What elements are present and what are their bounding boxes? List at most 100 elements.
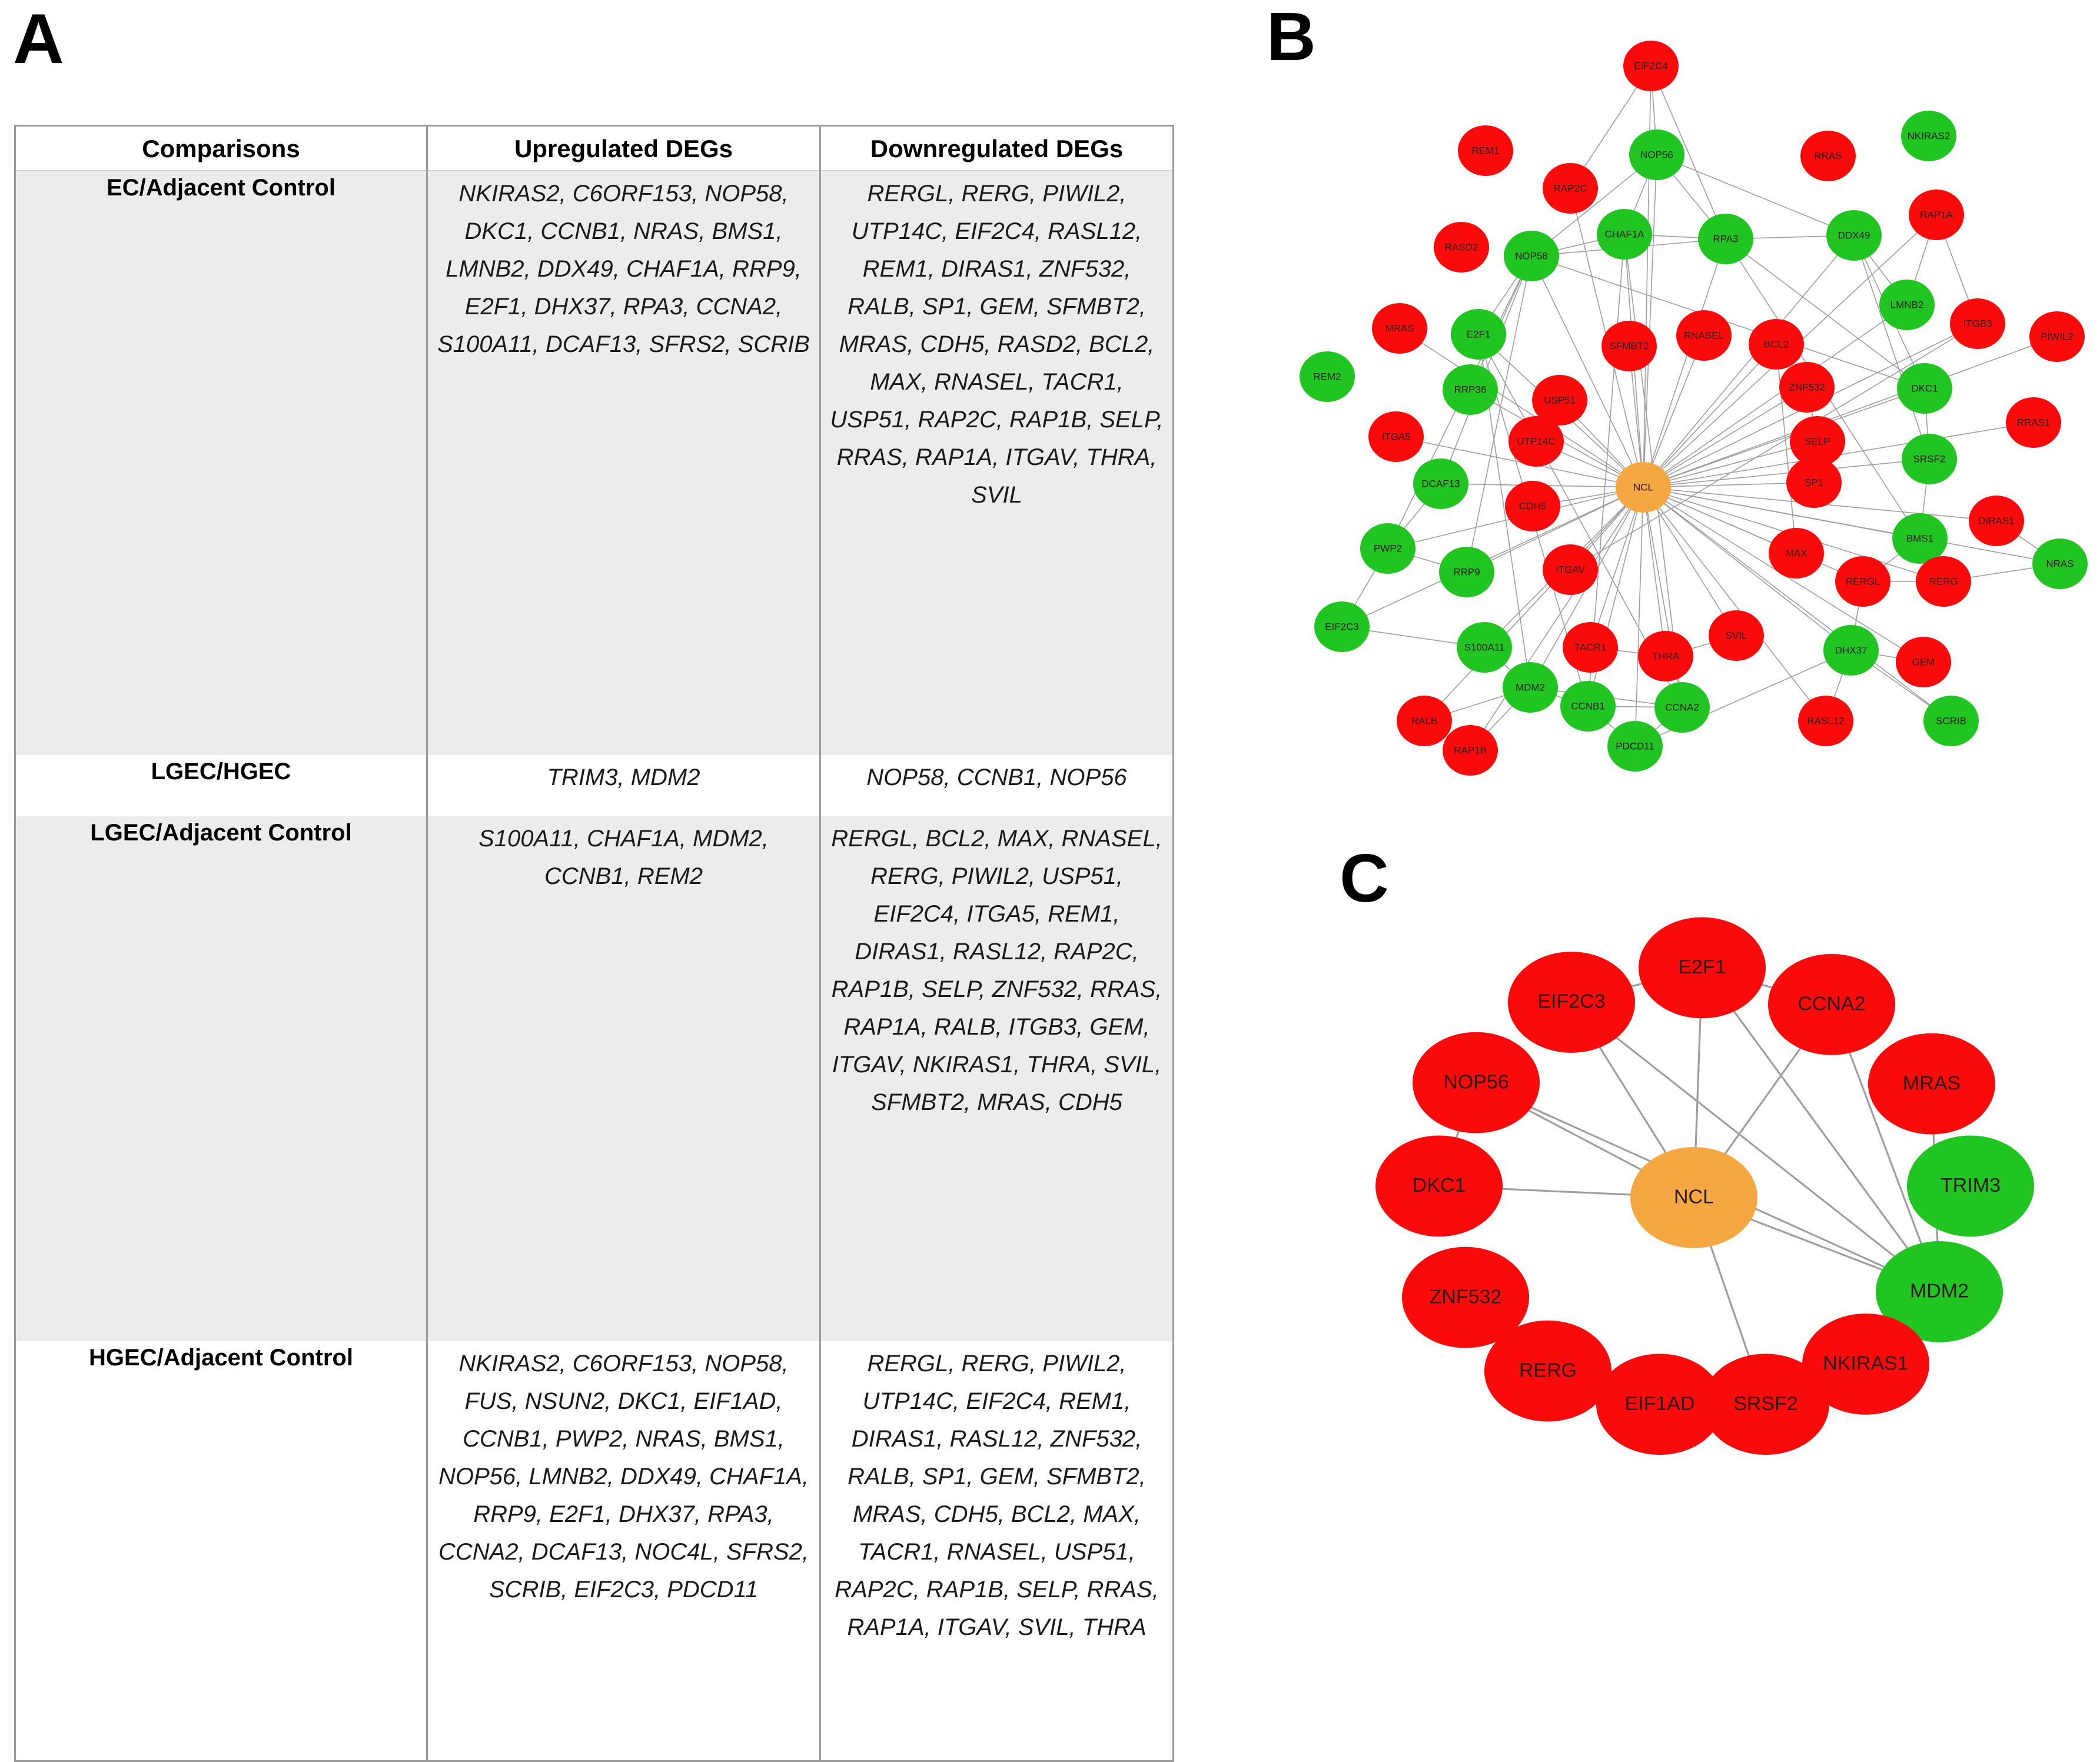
network-node[interactable]: ITGB3 [1950,298,2005,349]
network-node[interactable]: RAP2C [1543,163,1598,214]
network-node[interactable]: E2F1 [1639,917,1766,1019]
network-node[interactable]: RALB [1397,696,1452,746]
network-edge [1399,328,1644,488]
network-node[interactable]: SRSF2 [1902,434,1957,484]
network-node[interactable]: RRAS [1800,131,1856,181]
network-node[interactable]: ITGAV [1543,544,1598,595]
network-node[interactable]: REM1 [1458,125,1513,176]
network-node[interactable]: THRA [1638,631,1693,681]
network-node[interactable]: RERG [1484,1320,1611,1422]
network-node[interactable]: EIF2C4 [1623,41,1679,91]
network-node[interactable]: RASD2 [1434,222,1489,272]
network-node[interactable]: DKC1 [1375,1135,1503,1237]
network-node[interactable]: CCNB1 [1560,681,1616,732]
table-row: EC/Adjacent Control NKIRAS2, C6ORF153, N… [14,171,1174,755]
network-node[interactable]: DIRAS1 [1969,496,2024,546]
network-edge [1531,154,1657,257]
node-circle [1623,41,1679,91]
node-label: ITGAV [1556,564,1585,575]
network-node[interactable]: RAP1A [1909,190,1964,240]
network-node[interactable]: MDM2 [1503,662,1558,713]
network-node[interactable]: SELP [1790,416,1845,467]
network-node[interactable]: SVIL [1709,610,1764,661]
network-node[interactable]: SCRIB [1923,696,1979,746]
network-node[interactable]: NKIRAS2 [1901,111,1956,161]
node-label: MDM2 [1910,1281,1969,1302]
network-edge [1531,255,1925,389]
network-node[interactable]: RAP1B [1443,725,1498,776]
network-node[interactable]: GEM [1896,637,1951,687]
network-node[interactable]: RRP9 [1439,547,1494,597]
network-node[interactable]: MDM2 [1876,1241,2003,1342]
network-node[interactable]: LMNB2 [1879,280,1935,330]
network-node[interactable]: CCNA2 [1654,682,1710,733]
network-node[interactable]: RRAS1 [2006,397,2061,448]
node-label: PWP2 [1374,543,1402,554]
network-node[interactable]: NOP56 [1413,1032,1540,1133]
node-circle [1909,190,1964,240]
network-node[interactable]: CHAF1A [1597,209,1652,260]
network-node[interactable]: MRAS [1868,1033,1995,1135]
node-label: SCRIB [1936,715,1966,726]
network-node[interactable]: SP1 [1786,457,1842,508]
network-node[interactable]: MRAS [1372,303,1427,354]
network-node[interactable]: BCL2 [1749,319,1804,370]
node-circle [1638,631,1693,681]
node-circle [1868,1033,1995,1135]
node-label: MAX [1786,547,1807,558]
network-node[interactable]: DKC1 [1897,363,1952,414]
network-node[interactable]: REM2 [1300,351,1355,402]
network-node[interactable]: TACR1 [1563,622,1618,673]
network-node[interactable]: NOP58 [1504,231,1559,281]
network-node[interactable]: NCL [1616,462,1671,513]
network-edge [1643,487,2061,564]
network-node[interactable]: NCL [1630,1146,1757,1248]
node-circle [1790,416,1845,467]
network-node[interactable]: SFMBT2 [1601,321,1657,371]
network-node[interactable]: DDX49 [1826,210,1882,261]
network-node[interactable]: RNASEL [1676,310,1732,361]
network-node[interactable]: TRIM3 [1907,1135,2034,1237]
network-edge [1643,65,1652,488]
network-node[interactable]: S100A11 [1457,622,1512,673]
network-node[interactable]: NRAS [2032,538,2088,589]
node-label: SVIL [1726,630,1747,641]
network-node[interactable]: RERG [1916,556,1971,607]
network-node[interactable]: USP51 [1532,375,1587,425]
network-node[interactable]: ZNF532 [1779,362,1835,413]
node-label: EIF2C3 [1325,621,1359,632]
network-node[interactable]: RRP36 [1443,364,1498,415]
network-node[interactable]: MAX [1769,528,1824,579]
network-node[interactable]: PIWIL2 [2029,311,2085,362]
network-edge [1643,487,1737,636]
network-node[interactable]: CCNA2 [1768,954,1895,1055]
network-node[interactable]: NOP56 [1629,129,1684,180]
network-node[interactable]: RASL12 [1798,696,1853,746]
network-node[interactable]: DHX37 [1823,625,1879,676]
node-label: ZNF532 [1430,1286,1502,1308]
network-node[interactable]: SRSF2 [1702,1354,1829,1455]
network-node[interactable]: PWP2 [1360,523,1415,574]
node-circle [1413,458,1468,509]
network-node[interactable]: NKIRAS1 [1802,1314,1929,1415]
network-node[interactable]: UTP14C [1508,416,1564,467]
network-node[interactable]: DCAF13 [1413,458,1468,509]
network-node[interactable]: RERGL [1835,556,1890,607]
network-node[interactable]: EIF2C3 [1508,952,1635,1053]
node-circle [1504,231,1559,281]
node-label: ITGB3 [1963,318,1992,329]
network-node[interactable]: ITGA5 [1368,411,1424,462]
network-edge [1643,487,1826,722]
network-node[interactable]: BMS1 [1892,513,1948,564]
node-label: SP1 [1805,477,1823,488]
cell-downregulated-genes: RERGL, BCL2, MAX, RNASEL, RERG, PIWIL2, … [819,816,1174,1341]
network-node[interactable]: CDH5 [1505,481,1560,531]
network-node[interactable]: EIF1AD [1596,1354,1723,1455]
network-node[interactable]: RPA3 [1698,214,1753,264]
network-node[interactable]: E2F1 [1451,309,1506,360]
network-node[interactable]: PDCD11 [1607,721,1663,772]
network-node[interactable]: ZNF532 [1402,1246,1529,1348]
node-circle [1902,434,1957,484]
network-node[interactable]: EIF2C3 [1314,601,1370,652]
